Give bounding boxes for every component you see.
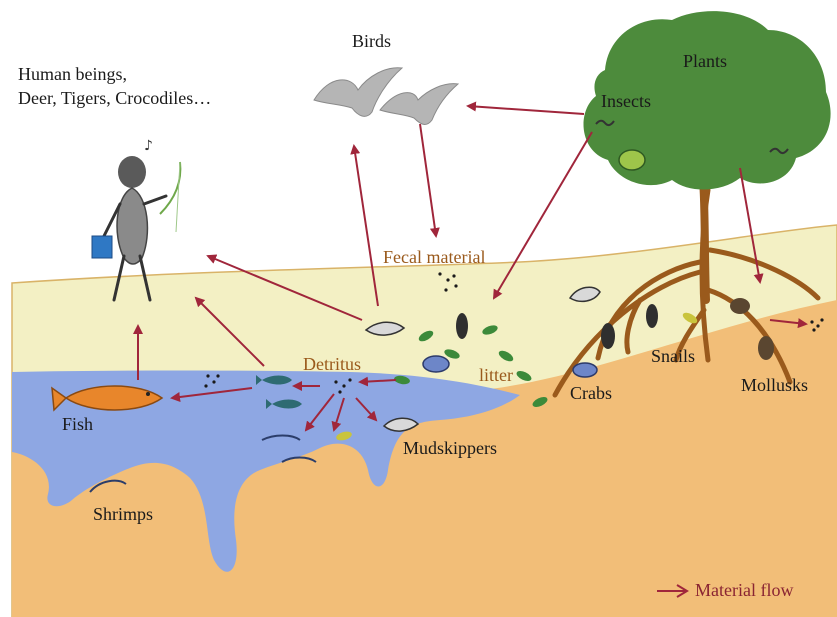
mollusks-label: Mollusks [741,376,808,396]
bird-icon [380,84,458,125]
consumers-label: Human beings, Deer, Tigers, Crocodiles… [18,62,211,111]
crabs-label: Crabs [570,384,612,404]
plants-label: Plants [683,52,727,72]
consumers-label-line2: Deer, Tigers, Crocodiles… [18,86,211,110]
canopy-bird [619,150,645,170]
detritus-label: Detritus [303,355,361,375]
consumers-label-line1: Human beings, [18,62,211,86]
litter-label: litter [479,366,513,386]
svg-text:♪: ♪ [144,138,153,154]
mudskippers-label: Mudskippers [403,439,497,459]
fecal-material-label: Fecal material [383,248,485,268]
arrow-birds-to-fecal [420,124,436,236]
fish-label: Fish [62,415,93,435]
arrow-insects-to-birds [468,106,584,114]
legend-label: Material flow [695,581,793,601]
shrimps-label: Shrimps [93,505,153,525]
snails-label: Snails [651,347,695,367]
legend-arrow-icon [655,584,689,598]
birds-label: Birds [352,32,391,52]
legend: Material flow [655,581,793,601]
insects-label: Insects [601,92,651,112]
